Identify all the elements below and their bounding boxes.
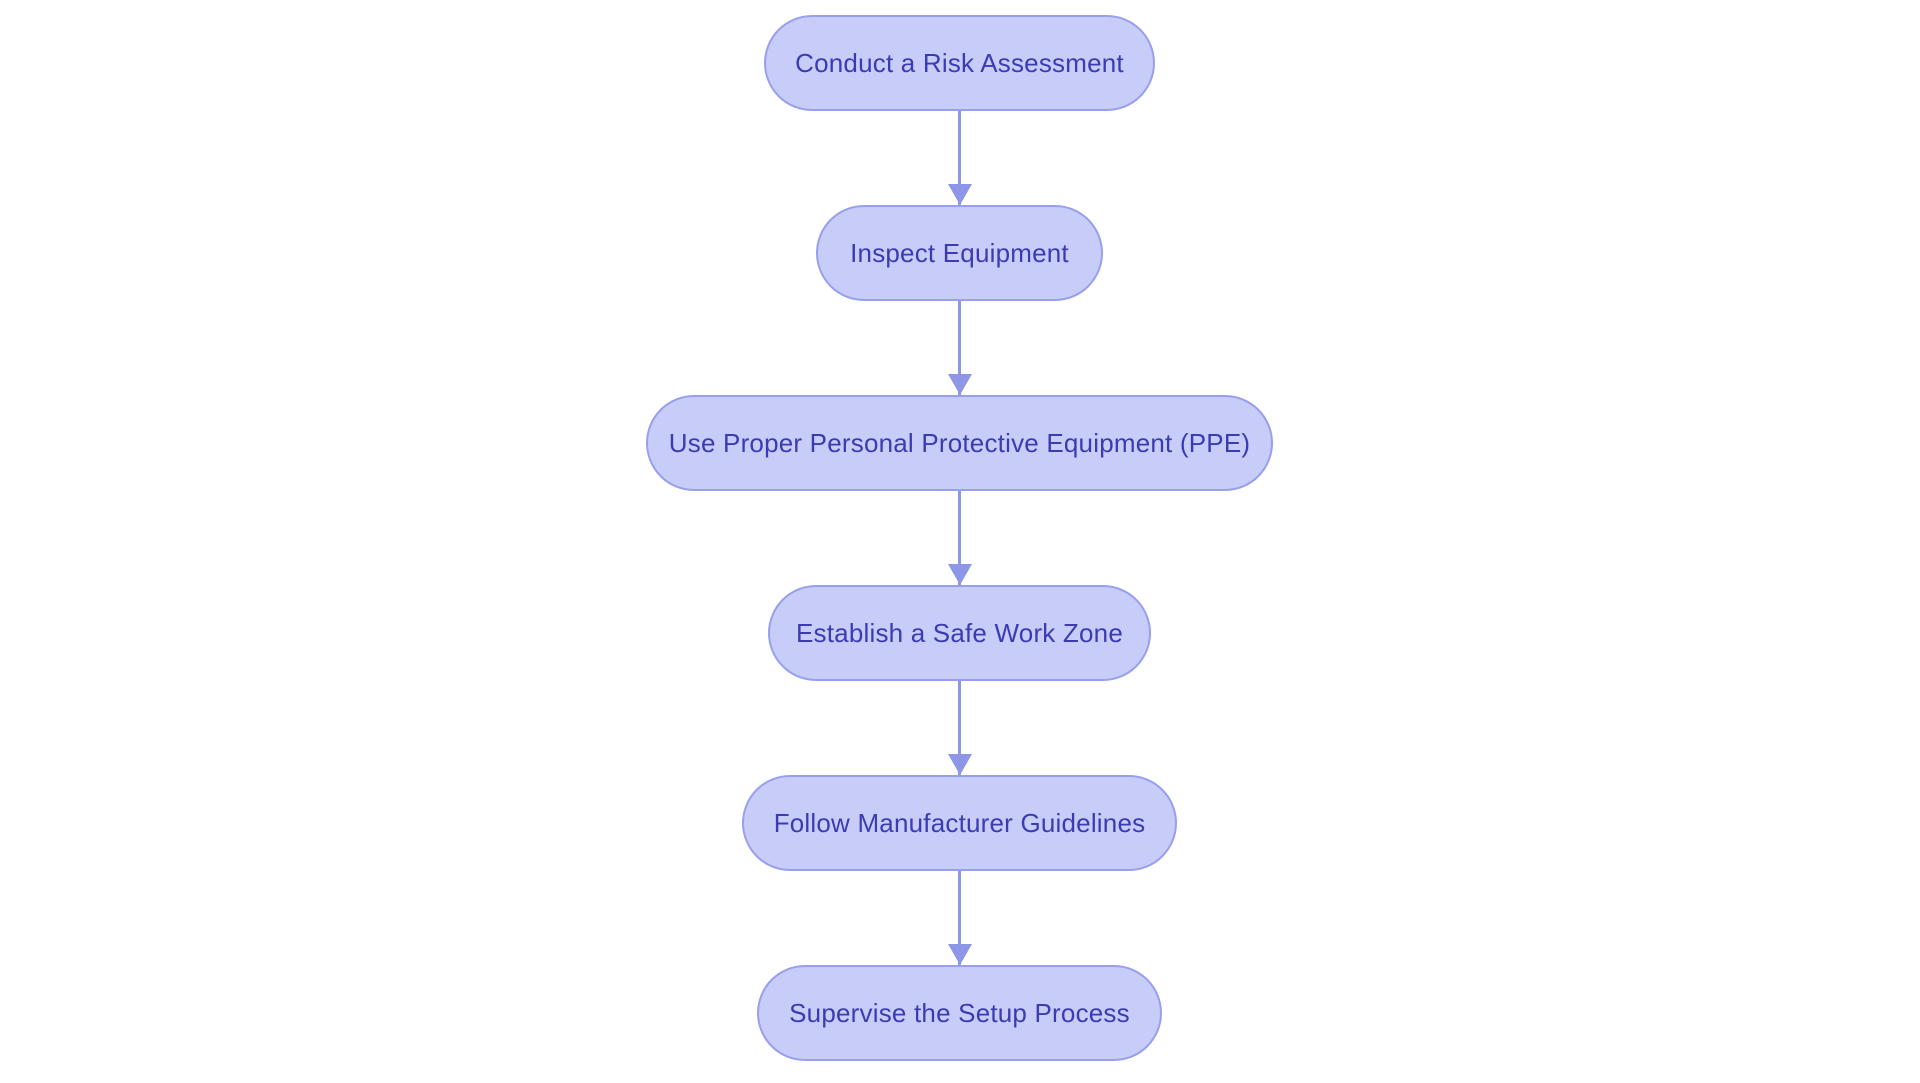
flow-node-risk-assessment: Conduct a Risk Assessment [764,15,1155,111]
flow-node-supervise-setup: Supervise the Setup Process [757,965,1162,1061]
connector-arrow-4 [947,681,972,775]
arrow-line [958,301,961,395]
node-label: Inspect Equipment [850,237,1069,268]
connector-arrow-3 [947,491,972,585]
arrowhead-down-icon [947,944,972,965]
arrowhead-down-icon [947,184,972,205]
arrowhead-down-icon [947,754,972,775]
flow-node-safe-work-zone: Establish a Safe Work Zone [768,585,1151,681]
arrow-line [958,871,961,965]
flow-node-use-ppe: Use Proper Personal Protective Equipment… [646,395,1273,491]
connector-arrow-2 [947,301,972,395]
arrow-line [958,681,961,775]
arrow-line [958,111,961,205]
node-label: Supervise the Setup Process [789,997,1130,1028]
flow-node-manufacturer-guidelines: Follow Manufacturer Guidelines [742,775,1177,871]
node-label: Use Proper Personal Protective Equipment… [668,427,1251,458]
arrowhead-down-icon [947,374,972,395]
connector-arrow-1 [947,111,972,205]
arrowhead-down-icon [947,564,972,585]
node-label: Establish a Safe Work Zone [796,617,1123,648]
node-label: Conduct a Risk Assessment [795,47,1124,78]
connector-arrow-5 [947,871,972,965]
arrow-line [958,491,961,585]
flow-node-inspect-equipment: Inspect Equipment [816,205,1103,301]
node-label: Follow Manufacturer Guidelines [773,807,1146,838]
